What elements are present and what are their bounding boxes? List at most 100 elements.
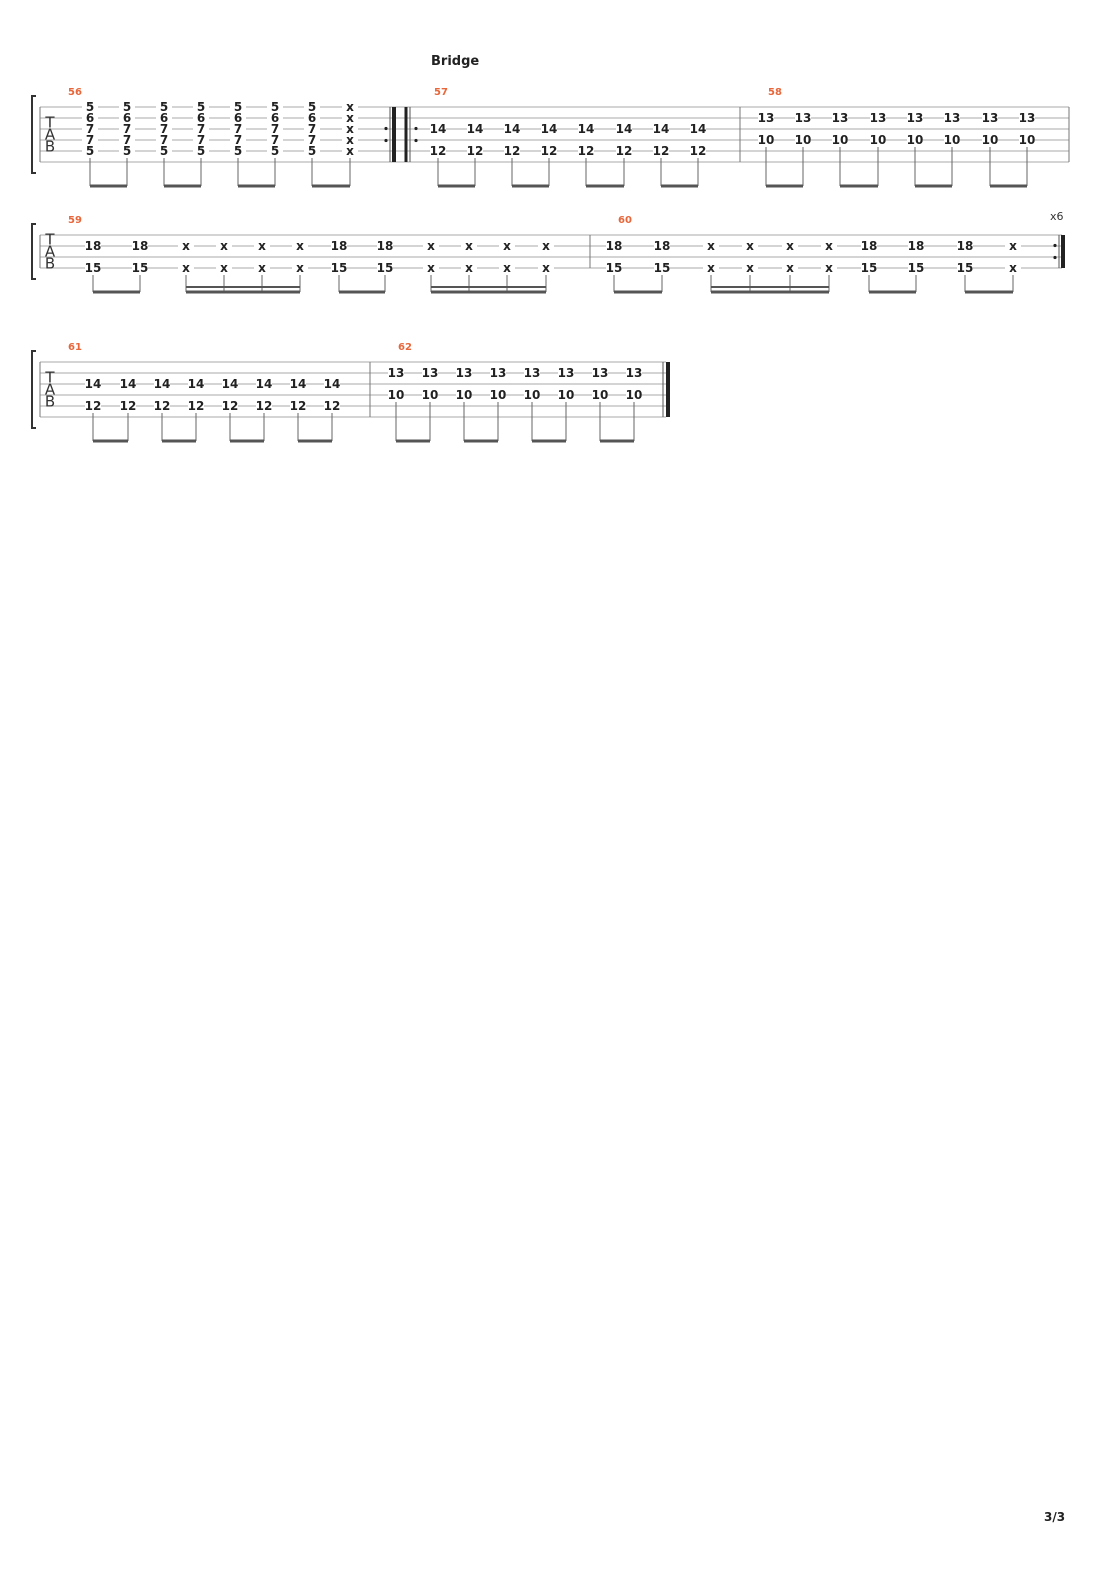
fret-mask	[222, 401, 238, 411]
fret-mask	[908, 263, 924, 273]
fret-mask	[578, 124, 594, 134]
fret-number: 10	[626, 388, 643, 402]
fret-mask	[524, 390, 540, 400]
fret-mask	[499, 263, 515, 273]
fret-number: 14	[430, 122, 447, 136]
fret-number: 10	[388, 388, 405, 402]
fret-number: x	[346, 133, 354, 147]
fret-number: 10	[422, 388, 439, 402]
fret-mask	[703, 241, 719, 251]
fret-mask	[193, 113, 209, 123]
fret-mask	[703, 263, 719, 273]
fret-number: 12	[430, 144, 447, 158]
fret-mask	[957, 241, 973, 251]
measure-number: 56	[68, 87, 82, 98]
fret-mask	[85, 241, 101, 251]
fret-number: 14	[85, 377, 102, 391]
repeat-dot	[384, 126, 388, 131]
fret-number: x	[542, 239, 550, 253]
fret-mask	[377, 263, 393, 273]
tab-clef-letter: B	[45, 138, 55, 156]
fret-mask	[558, 368, 574, 378]
fret-mask	[193, 124, 209, 134]
fret-mask	[654, 263, 670, 273]
fret-mask	[524, 368, 540, 378]
fret-mask	[85, 379, 101, 389]
fret-mask	[85, 263, 101, 273]
fret-mask	[82, 124, 98, 134]
fret-number: 13	[795, 111, 812, 125]
fret-number: 5	[271, 100, 279, 114]
fret-mask	[490, 368, 506, 378]
repeat-dot	[414, 138, 418, 143]
fret-mask	[290, 379, 306, 389]
measure-number: 62	[398, 342, 412, 353]
fret-number: 5	[86, 144, 94, 158]
fret-mask	[193, 135, 209, 145]
fret-mask	[870, 135, 886, 145]
fret-mask	[230, 102, 246, 112]
fret-number: 13	[626, 366, 643, 380]
fret-mask	[832, 135, 848, 145]
repeat-dot	[1053, 255, 1057, 260]
fret-mask	[331, 241, 347, 251]
fret-mask	[230, 124, 246, 134]
fret-mask	[267, 146, 283, 156]
fret-mask	[592, 390, 608, 400]
fret-number: 13	[558, 366, 575, 380]
fret-number: 10	[456, 388, 473, 402]
fret-mask	[156, 113, 172, 123]
fret-number: 5	[271, 144, 279, 158]
fret-mask	[821, 263, 837, 273]
fret-mask	[606, 241, 622, 251]
fret-number: 14	[653, 122, 670, 136]
fret-number: 13	[490, 366, 507, 380]
fret-number: 14	[222, 377, 239, 391]
fret-number: 15	[861, 261, 878, 275]
fret-number: x	[542, 261, 550, 275]
fret-mask	[758, 135, 774, 145]
fret-mask	[342, 146, 358, 156]
fret-mask	[795, 135, 811, 145]
fret-number: 15	[132, 261, 149, 275]
fret-mask	[304, 135, 320, 145]
fret-number: 15	[908, 261, 925, 275]
fret-mask	[267, 102, 283, 112]
fret-number: 12	[256, 399, 273, 413]
fret-mask	[423, 241, 439, 251]
fret-number: 7	[197, 122, 205, 136]
fret-number: 18	[654, 239, 671, 253]
fret-number: x	[346, 111, 354, 125]
fret-number: 10	[795, 133, 812, 147]
fret-mask	[256, 401, 272, 411]
fret-mask	[690, 124, 706, 134]
fret-number: 7	[234, 122, 242, 136]
fret-mask	[616, 146, 632, 156]
fret-number: 14	[616, 122, 633, 136]
fret-number: 10	[944, 133, 961, 147]
fret-mask	[423, 263, 439, 273]
fret-mask	[626, 390, 642, 400]
fret-mask	[342, 124, 358, 134]
fret-number: 14	[578, 122, 595, 136]
fret-number: 13	[422, 366, 439, 380]
fret-mask	[119, 135, 135, 145]
page-number: 3/3	[1044, 1510, 1066, 1524]
fret-number: 13	[1019, 111, 1036, 125]
fret-mask	[538, 241, 554, 251]
fret-number: 7	[86, 122, 94, 136]
fret-number: 5	[308, 100, 316, 114]
fret-mask	[538, 263, 554, 273]
fret-mask	[388, 390, 404, 400]
fret-mask	[304, 113, 320, 123]
fret-number: 6	[86, 111, 94, 125]
fret-mask	[304, 124, 320, 134]
fret-number: 18	[908, 239, 925, 253]
fret-number: 18	[957, 239, 974, 253]
fret-mask	[178, 241, 194, 251]
fret-number: x	[296, 239, 304, 253]
fret-number: 5	[123, 144, 131, 158]
fret-number: 15	[606, 261, 623, 275]
fret-mask	[832, 113, 848, 123]
fret-mask	[690, 146, 706, 156]
